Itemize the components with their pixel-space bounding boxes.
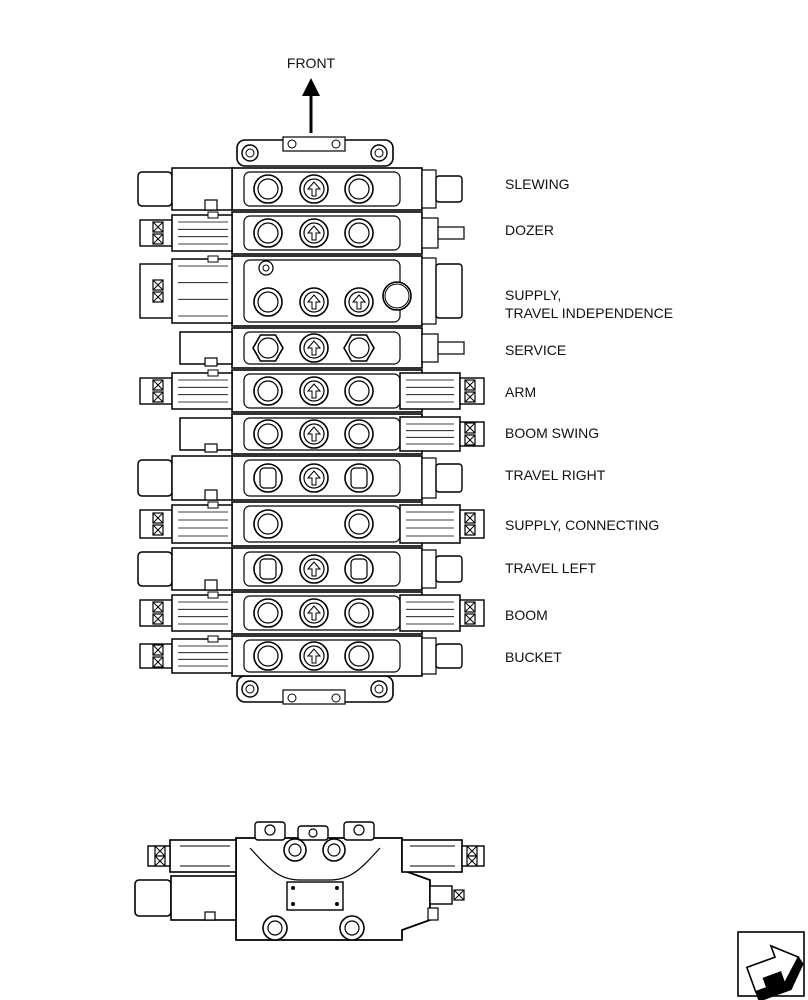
spool-arrow-icon bbox=[299, 641, 329, 671]
label-travel-independence: TRAVEL INDEPENDENCE bbox=[505, 305, 673, 321]
spool-arrow-icon bbox=[299, 287, 329, 317]
spool-arrow-icon bbox=[299, 376, 329, 406]
front-label: FRONT bbox=[287, 55, 336, 71]
valve-section-boom-swing bbox=[179, 413, 485, 455]
valve-section-supply-connecting bbox=[139, 501, 485, 547]
valve-section-travel-left bbox=[137, 547, 463, 591]
valve-section-arm bbox=[139, 369, 485, 413]
spool-arrow-icon bbox=[299, 333, 329, 363]
spool-arrow-icon bbox=[299, 174, 329, 204]
valve-sections bbox=[137, 167, 485, 677]
label-boom: BOOM bbox=[505, 607, 548, 623]
label-supply: SUPPLY, bbox=[505, 287, 561, 303]
label-slewing: SLEWING bbox=[505, 176, 570, 192]
label-travel-left: TRAVEL LEFT bbox=[505, 560, 596, 576]
label-bucket: BUCKET bbox=[505, 649, 562, 665]
valve-section-boom bbox=[139, 591, 485, 635]
front-arrow-icon bbox=[302, 78, 320, 133]
label-travel-right: TRAVEL RIGHT bbox=[505, 467, 606, 483]
label-boom-swing: BOOM SWING bbox=[505, 425, 599, 441]
label-service: SERVICE bbox=[505, 342, 566, 358]
spool-arrow-icon bbox=[299, 218, 329, 248]
section-labels: SLEWING DOZER SUPPLY, TRAVEL INDEPENDENC… bbox=[505, 176, 673, 665]
label-dozer: DOZER bbox=[505, 222, 554, 238]
valve-section-service bbox=[179, 327, 465, 369]
spool-arrow-icon bbox=[299, 598, 329, 628]
label-supply-connecting: SUPPLY, CONNECTING bbox=[505, 517, 659, 533]
valve-section-dozer bbox=[139, 211, 465, 255]
valve-side-view bbox=[134, 821, 485, 941]
label-arm: ARM bbox=[505, 384, 536, 400]
spool-arrow-icon bbox=[344, 287, 374, 317]
spool-arrow-icon bbox=[299, 554, 329, 584]
spool-arrow-icon bbox=[299, 419, 329, 449]
page-arrow-icon[interactable] bbox=[737, 931, 808, 1000]
valve-section-supply bbox=[139, 255, 463, 327]
valve-section-bucket bbox=[139, 635, 463, 677]
spool-arrow-icon bbox=[299, 463, 329, 493]
valve-section-slewing bbox=[137, 167, 463, 211]
valve-section-travel-right bbox=[137, 455, 463, 501]
valve-stack-top-view bbox=[236, 136, 394, 705]
